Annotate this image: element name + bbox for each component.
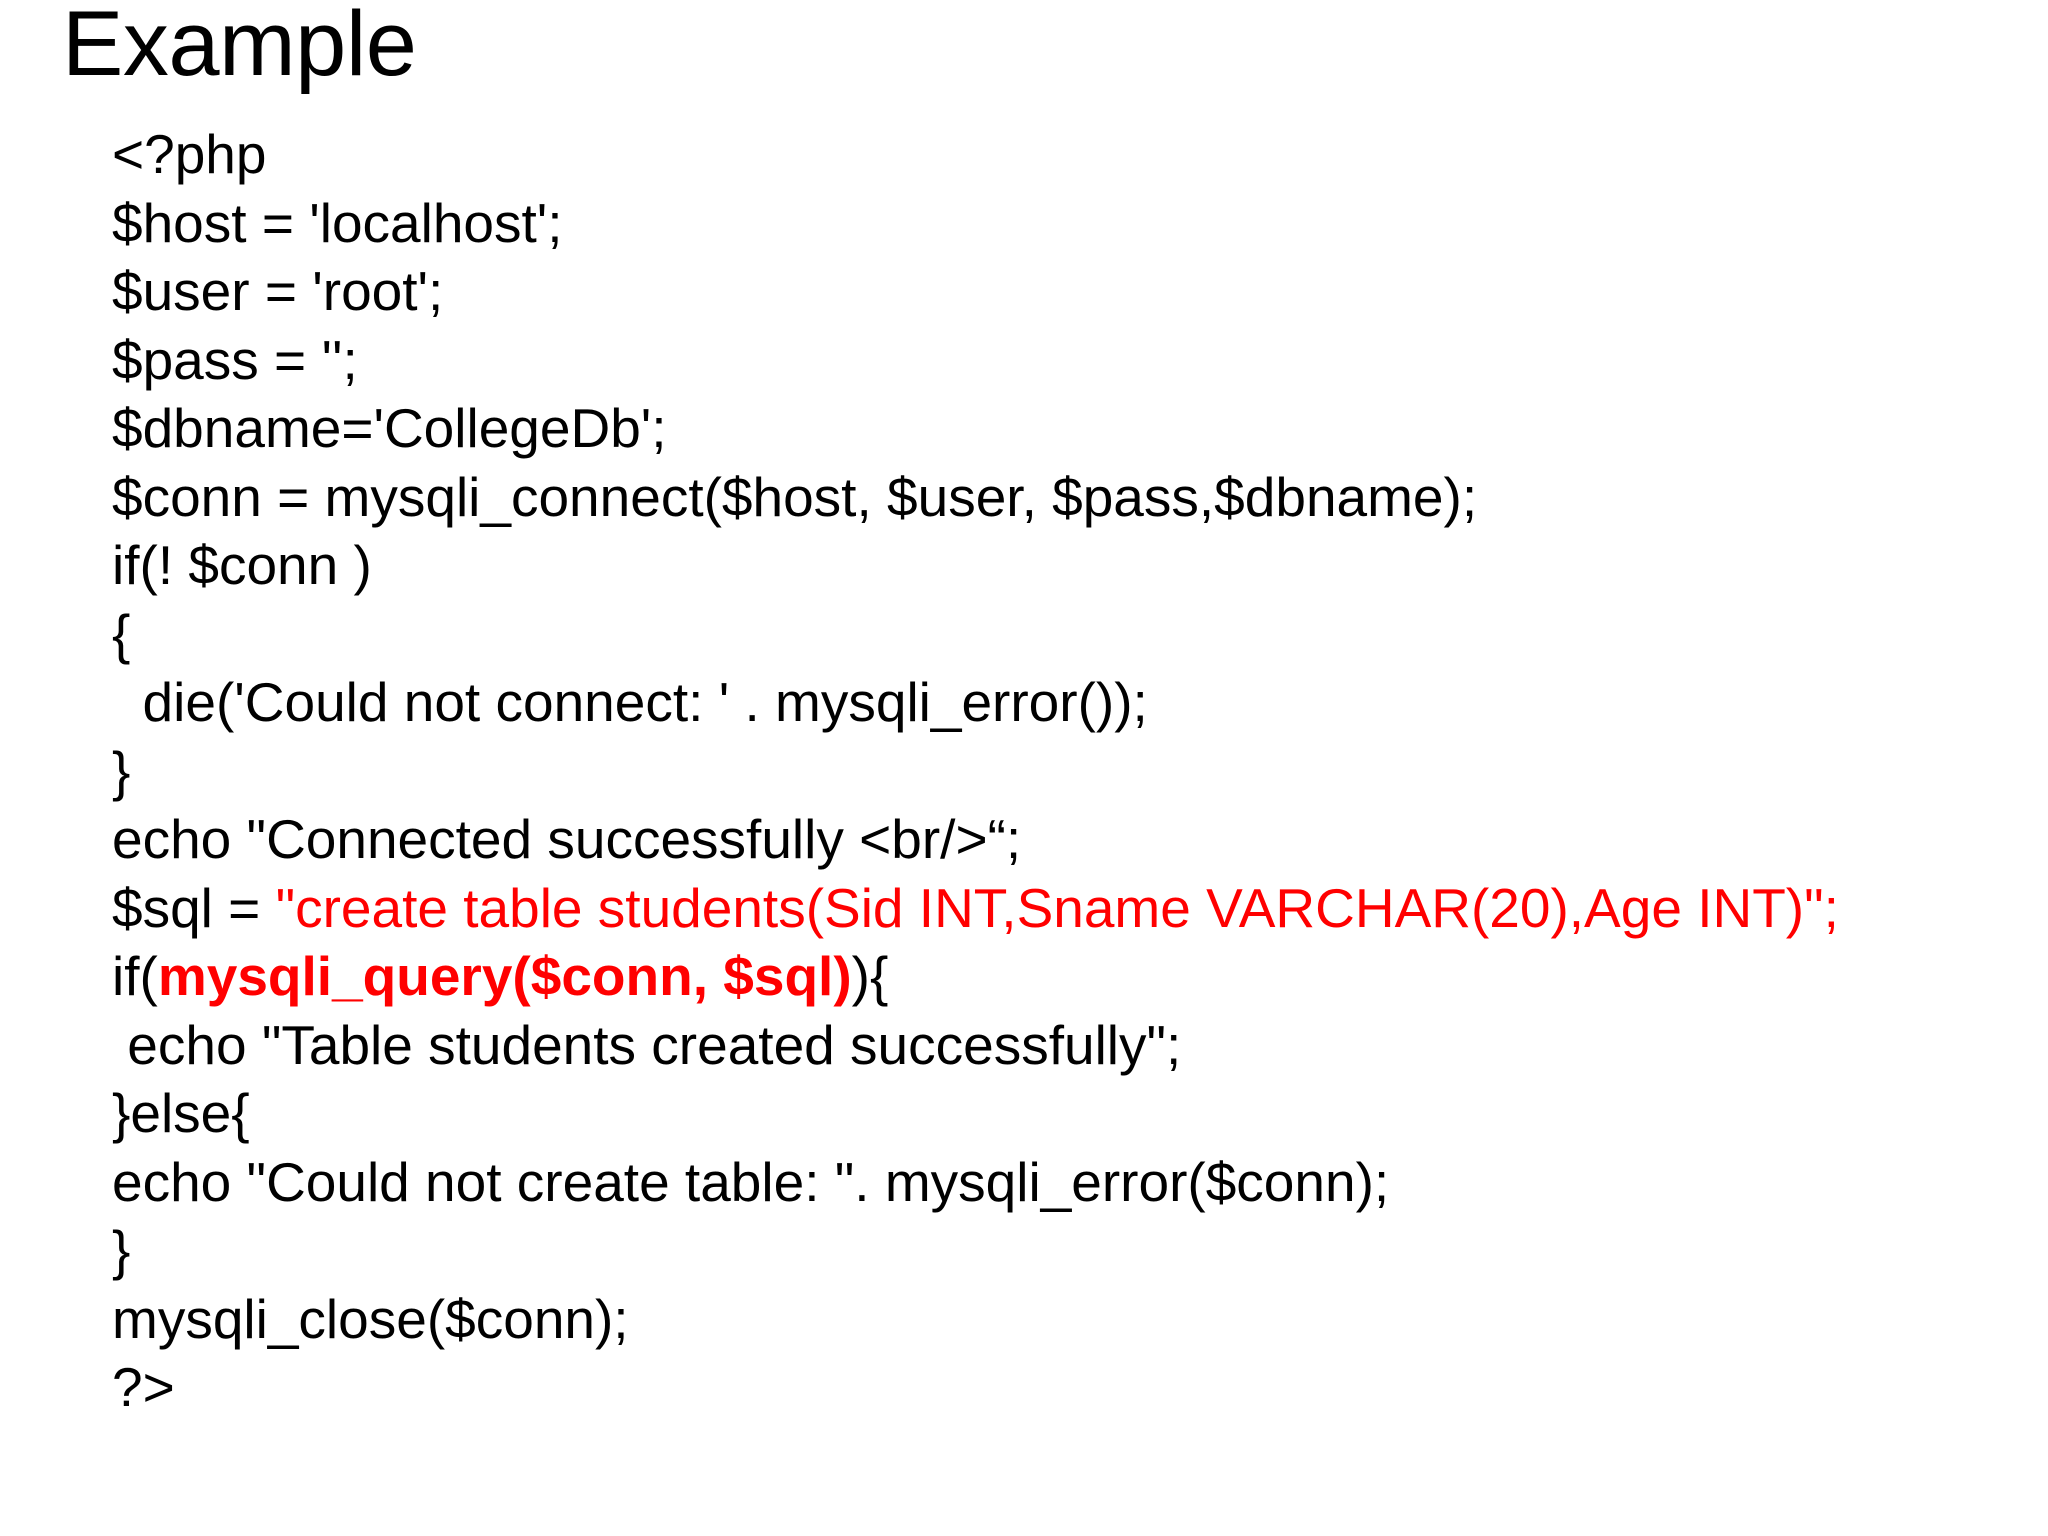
code-token: $pass = '';: [112, 328, 358, 391]
code-line: <?php: [112, 120, 2012, 189]
code-token: mysqli_query($conn, $sql): [157, 945, 852, 1007]
code-token: echo "Table students created successfull…: [112, 1013, 1182, 1076]
code-line: $pass = '';: [112, 326, 2012, 395]
code-token: "create table students(Sid INT,Sname VAR…: [275, 876, 1839, 939]
code-token: }: [112, 739, 131, 802]
code-line: $conn = mysqli_connect($host, $user, $pa…: [112, 463, 2012, 532]
code-line: echo "Could not create table: ". mysqli_…: [112, 1148, 2012, 1217]
code-token: <?php: [112, 123, 267, 185]
code-token: $host = 'localhost';: [112, 191, 563, 254]
php-code-block: <?php$host = 'localhost';$user = 'root';…: [112, 120, 2012, 1422]
code-token: ){: [851, 945, 889, 1007]
code-line: mysqli_close($conn);: [112, 1285, 2012, 1354]
code-line: {: [112, 600, 2012, 669]
code-token: ?>: [112, 1356, 175, 1418]
code-token: }else{: [112, 1082, 250, 1144]
code-line: $user = 'root';: [112, 257, 2012, 326]
code-line: echo "Table students created successfull…: [112, 1011, 2012, 1080]
code-token: if(! $conn ): [112, 534, 372, 596]
code-line: }: [112, 737, 2012, 806]
code-token: echo "Connected successfully <br/>“;: [112, 808, 1022, 870]
code-line: }else{: [112, 1079, 2012, 1148]
code-line: if(! $conn ): [112, 531, 2012, 600]
code-token: if(: [112, 945, 158, 1007]
code-line: if(mysqli_query($conn, $sql)){: [112, 942, 2012, 1011]
code-line: $sql = "create table students(Sid INT,Sn…: [112, 874, 2012, 943]
code-line: }: [112, 1216, 2012, 1285]
code-token: $conn = mysqli_connect($host, $user, $pa…: [112, 465, 1478, 528]
code-token: mysqli_close($conn);: [112, 1287, 629, 1350]
code-token: {: [112, 602, 131, 665]
code-token: $sql =: [112, 876, 276, 939]
code-line: $host = 'localhost';: [112, 189, 2012, 258]
code-token: die('Could not connect: ' . mysqli_error…: [112, 671, 1148, 733]
code-line: ?>: [112, 1353, 2012, 1422]
code-line: echo "Connected successfully <br/>“;: [112, 805, 2012, 874]
code-token: $user = 'root';: [112, 260, 444, 322]
code-token: $dbname='CollegeDb';: [112, 397, 667, 459]
code-line: die('Could not connect: ' . mysqli_error…: [112, 668, 2012, 737]
page-title: Example: [62, 0, 417, 95]
code-token: }: [112, 1219, 131, 1281]
code-token: echo "Could not create table: ". mysqli_…: [112, 1150, 1390, 1213]
code-line: $dbname='CollegeDb';: [112, 394, 2012, 463]
